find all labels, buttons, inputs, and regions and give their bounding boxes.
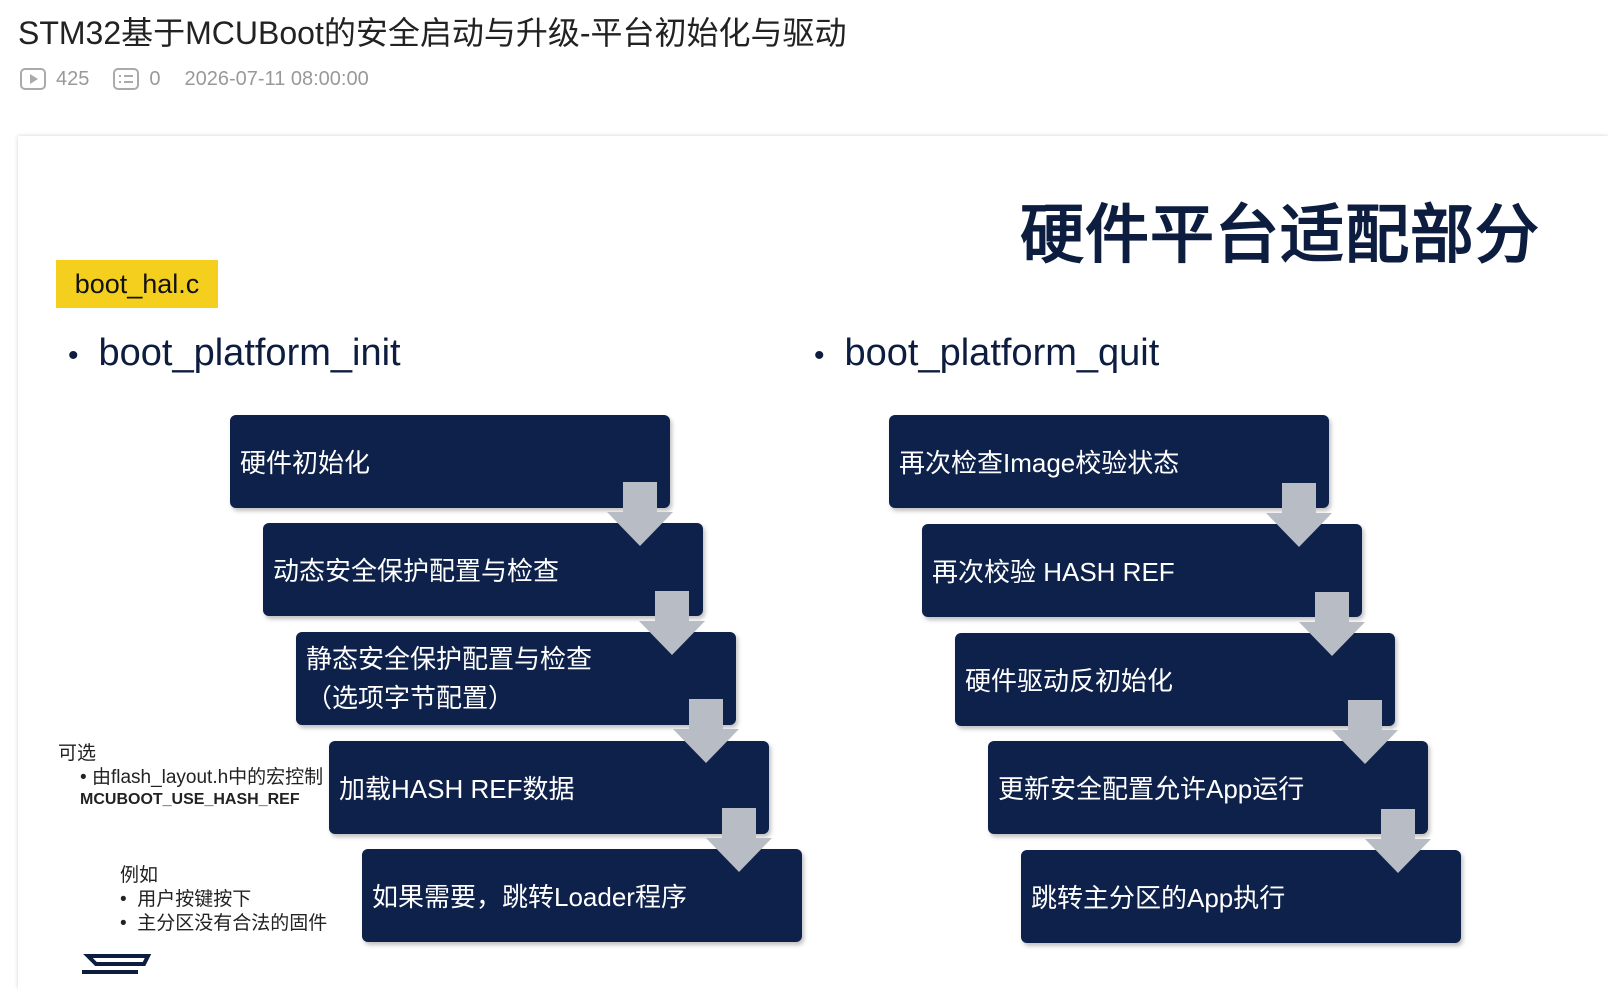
view-count-value: 425	[56, 67, 90, 90]
down-arrow-icon	[607, 482, 673, 546]
example-note-item-text: 主分区没有合法的固件	[137, 912, 328, 934]
right-step-3: 硬件驱动反初始化	[955, 633, 1395, 726]
down-arrow-icon	[639, 591, 705, 655]
bullet-left: • boot_platform_init	[68, 332, 401, 375]
left-step-1: 硬件初始化	[230, 415, 670, 508]
example-note-item-text: 用户按键按下	[137, 888, 252, 910]
left-step-4: 加载HASH REF数据	[329, 741, 769, 834]
optional-note-macro: MCUBOOT_USE_HASH_REF	[80, 790, 300, 808]
right-step-4: 更新安全配置允许App运行	[988, 741, 1428, 834]
comment-count: 0	[113, 67, 161, 91]
bullet-dot: •	[814, 339, 825, 372]
play-icon	[20, 68, 46, 90]
comment-count-value: 0	[149, 67, 161, 90]
left-step-2: 动态安全保护配置与检查	[263, 523, 703, 616]
down-arrow-icon	[1332, 700, 1398, 764]
file-tag: boot_hal.c	[56, 260, 218, 308]
optional-note-title: 可选	[58, 743, 97, 764]
bullet-right-label: boot_platform_quit	[844, 332, 1160, 374]
example-note-item: • 主分区没有合法的固件	[120, 912, 328, 934]
bullet-dot: •	[68, 339, 79, 372]
view-count: 425	[20, 68, 89, 91]
left-step-3-line1: 静态安全保护配置与检查	[306, 643, 593, 674]
down-arrow-icon	[1266, 483, 1332, 547]
right-step-2: 再次校验 HASH REF	[922, 524, 1362, 617]
right-step-5: 跳转主分区的App执行	[1021, 850, 1461, 943]
left-step-3-line2: （选项字节配置）	[306, 682, 515, 713]
slide-heading: 硬件平台适配部分	[1020, 199, 1540, 271]
page-title: STM32基于MCUBoot的安全启动与升级-平台初始化与驱动	[18, 15, 847, 51]
video-slide[interactable]: 硬件平台适配部分 boot_hal.c •boot_platform_init …	[18, 136, 1608, 989]
video-meta: 425 0 2026-07-11 08:00:00	[20, 64, 393, 94]
comment-icon	[113, 68, 140, 90]
example-note: 例如 • 用户按键按下 • 主分区没有合法的固件	[120, 864, 327, 935]
left-step-5: 如果需要，跳转Loader程序	[362, 849, 802, 942]
down-arrow-icon	[1365, 809, 1431, 873]
optional-note-item: • 由flash_layout.h中的宏控制	[80, 766, 324, 788]
down-arrow-icon	[673, 699, 739, 763]
left-step-3: 静态安全保护配置与检查 （选项字节配置）	[296, 632, 736, 725]
optional-note: 可选 • 由flash_layout.h中的宏控制 MCUBOOT_USE_HA…	[58, 742, 323, 810]
st-logo-icon	[82, 954, 152, 974]
publish-date: 2026-07-11 08:00:00	[184, 67, 369, 90]
down-arrow-icon	[706, 808, 772, 872]
example-note-item: • 用户按键按下	[120, 888, 252, 910]
optional-note-item-text: 由flash_layout.h中的宏控制	[91, 766, 324, 788]
bullet-right: • boot_platform_quit	[814, 332, 1159, 375]
example-note-title: 例如	[120, 865, 159, 886]
down-arrow-icon	[1299, 592, 1365, 656]
bullet-left-label: boot_platform_init	[98, 332, 401, 374]
right-step-1: 再次检查Image校验状态	[889, 415, 1329, 508]
